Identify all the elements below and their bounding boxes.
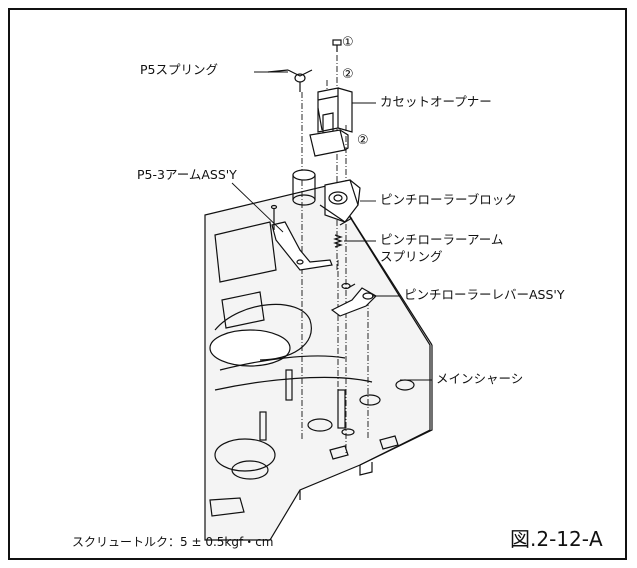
figure-number: 図.2-12-A	[510, 527, 603, 551]
p5-3-arm-label: P5-3アームASS'Y	[137, 167, 237, 182]
callout-1: ①	[342, 35, 354, 50]
p5-spring-part	[267, 69, 313, 92]
pinch-roller-arm-spring-part	[333, 234, 343, 248]
pinch-roller-block-part	[319, 179, 361, 226]
pinch-roller-block-label: ピンチローラーブロック	[380, 192, 517, 207]
screw-part	[332, 39, 342, 52]
cassette-opener-label: カセットオープナー	[380, 94, 492, 109]
main-chassis-label: メインシャーシ	[436, 371, 524, 386]
callout-2-lower: ②	[357, 133, 369, 148]
leader-lines	[231, 71, 432, 381]
pinch-roller-lever-label: ピンチローラーレバーASS'Y	[404, 287, 565, 302]
p5-3-arm-part	[270, 169, 333, 271]
p5-spring-label: P5スプリング	[140, 62, 218, 77]
callout-2-upper: ②	[342, 67, 354, 82]
main-chassis	[204, 184, 433, 541]
cassette-opener-part	[309, 87, 353, 157]
screw-torque-note: スクリュートルク：5 ± 0.5kgf・cm	[72, 535, 274, 549]
pinch-roller-arm-spring-label-line1: ピンチローラーアーム	[380, 232, 504, 247]
pinch-roller-arm-spring-label-line2: スプリング	[380, 249, 443, 264]
